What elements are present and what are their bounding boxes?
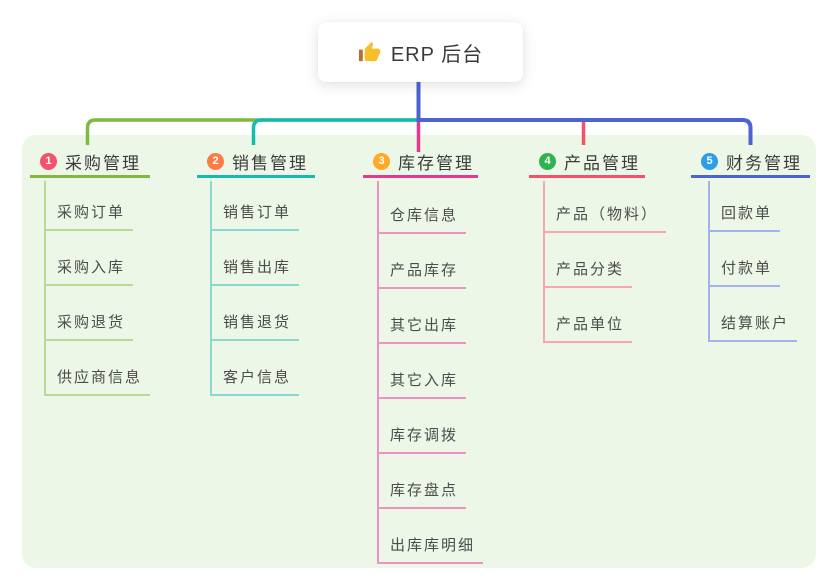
branch-item[interactable]: 销售出库: [210, 258, 300, 286]
branch-item[interactable]: 库存盘点: [377, 481, 467, 509]
branch-item[interactable]: 结算账户: [708, 314, 798, 342]
branches-panel: [22, 135, 816, 568]
branch-item[interactable]: 销售退货: [210, 313, 300, 341]
branch-label: 库存管理: [398, 154, 474, 173]
branch-item[interactable]: 付款单: [708, 259, 781, 287]
branch-item[interactable]: 产品单位: [543, 315, 633, 343]
branch-label: 财务管理: [726, 154, 802, 173]
branch-item[interactable]: 供应商信息: [44, 368, 151, 396]
branch-item[interactable]: 销售订单: [210, 203, 300, 231]
branch-item[interactable]: 仓库信息: [377, 206, 467, 234]
branch-header-2[interactable]: 2 销售管理: [197, 148, 315, 178]
branch-header-4[interactable]: 4 产品管理: [529, 148, 645, 178]
branch-index-badge: 4: [539, 153, 556, 170]
thumbs-up-hand: [364, 41, 380, 61]
root-node-label: ERP 后台: [390, 43, 484, 66]
branch-connector-line: [708, 181, 710, 342]
branch-item[interactable]: 客户信息: [210, 368, 300, 396]
branch-connector-line: [543, 181, 545, 343]
thumbs-up-cuff: [358, 49, 363, 61]
thumbs-up-icon: [358, 41, 380, 61]
branch-index-badge: 5: [701, 153, 718, 170]
branch-index-badge: 1: [40, 153, 57, 170]
branch-item[interactable]: 采购订单: [44, 203, 134, 231]
branch-connector-line: [377, 181, 379, 564]
branch-label: 销售管理: [232, 154, 308, 173]
branch-item[interactable]: 产品（物料）: [543, 205, 667, 233]
branch-item[interactable]: 回款单: [708, 204, 781, 232]
branch-connector-line: [210, 181, 212, 396]
branch-index-badge: 2: [207, 153, 224, 170]
branch-item[interactable]: 产品分类: [543, 260, 633, 288]
root-node[interactable]: ERP 后台: [318, 22, 523, 82]
branch-label: 产品管理: [564, 154, 640, 173]
branch-item[interactable]: 采购入库: [44, 258, 134, 286]
branch-index-badge: 3: [373, 153, 390, 170]
branch-header-1[interactable]: 1 采购管理: [30, 148, 150, 178]
branch-connector-line: [44, 181, 46, 396]
branch-item[interactable]: 库存调拨: [377, 426, 467, 454]
branch-item[interactable]: 产品库存: [377, 261, 467, 289]
branch-item[interactable]: 其它入库: [377, 371, 467, 399]
branch-label: 采购管理: [65, 154, 141, 173]
branch-header-3[interactable]: 3 库存管理: [363, 148, 478, 178]
branch-item[interactable]: 其它出库: [377, 316, 467, 344]
branch-header-5[interactable]: 5 财务管理: [691, 148, 810, 178]
branch-item[interactable]: 出库库明细: [377, 536, 484, 564]
branch-item[interactable]: 采购退货: [44, 313, 134, 341]
